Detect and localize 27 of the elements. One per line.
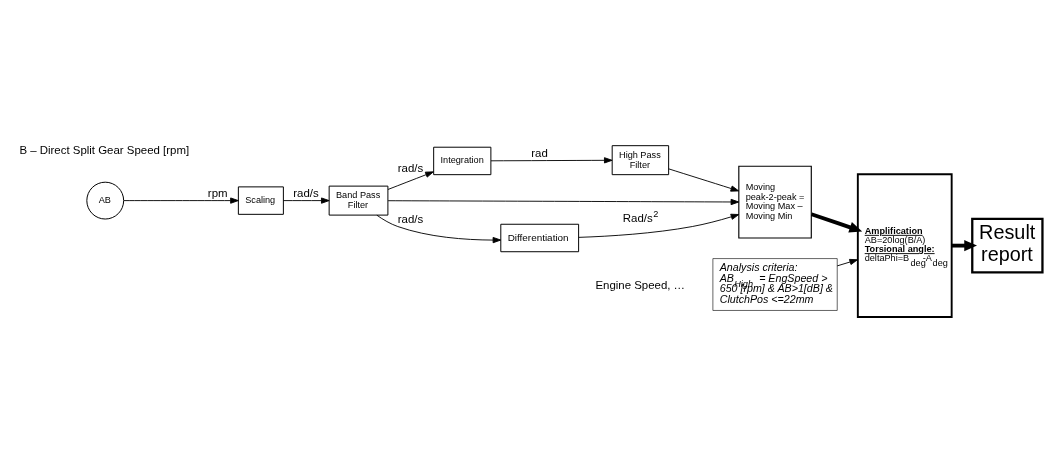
node-box: Integration <box>433 146 492 176</box>
arrow <box>668 168 740 192</box>
arrow <box>283 197 330 204</box>
node-circle: AB <box>86 181 125 220</box>
label: Engine Speed, … <box>595 279 686 292</box>
edge-label: rad/s <box>397 162 424 175</box>
node-box: Band Pass Filter <box>328 185 389 216</box>
node-box: Moving peak-2-peak = Moving Max – Moving Min <box>738 165 812 239</box>
arrow <box>490 157 613 164</box>
node-box: Analysis criteria: AB$_{High}$ = EngSpeed > 650 [rpm] & AB>1[dB] & ClutchPos <=22mm <box>712 258 838 311</box>
arrow <box>387 171 434 190</box>
arrow <box>123 197 239 204</box>
arrow <box>376 214 502 244</box>
edge-label: rad <box>531 147 548 160</box>
arrow <box>836 258 858 267</box>
edge-label: Rad/s$^{2}$ <box>622 208 659 224</box>
edge-label: rad/s <box>293 186 319 199</box>
label: B – Direct Split Gear Speed [rpm] <box>19 144 190 157</box>
arrow <box>578 213 740 238</box>
node-box: High Pass Filter <box>611 145 670 176</box>
edge-label: rpm <box>207 186 228 199</box>
node-box: Scaling <box>237 186 284 215</box>
arrow <box>387 198 740 206</box>
node-box: Result report <box>971 217 1044 274</box>
node-box: Differentiation <box>500 223 580 253</box>
arrow <box>810 212 863 233</box>
edge-label: rad/s <box>397 212 424 225</box>
